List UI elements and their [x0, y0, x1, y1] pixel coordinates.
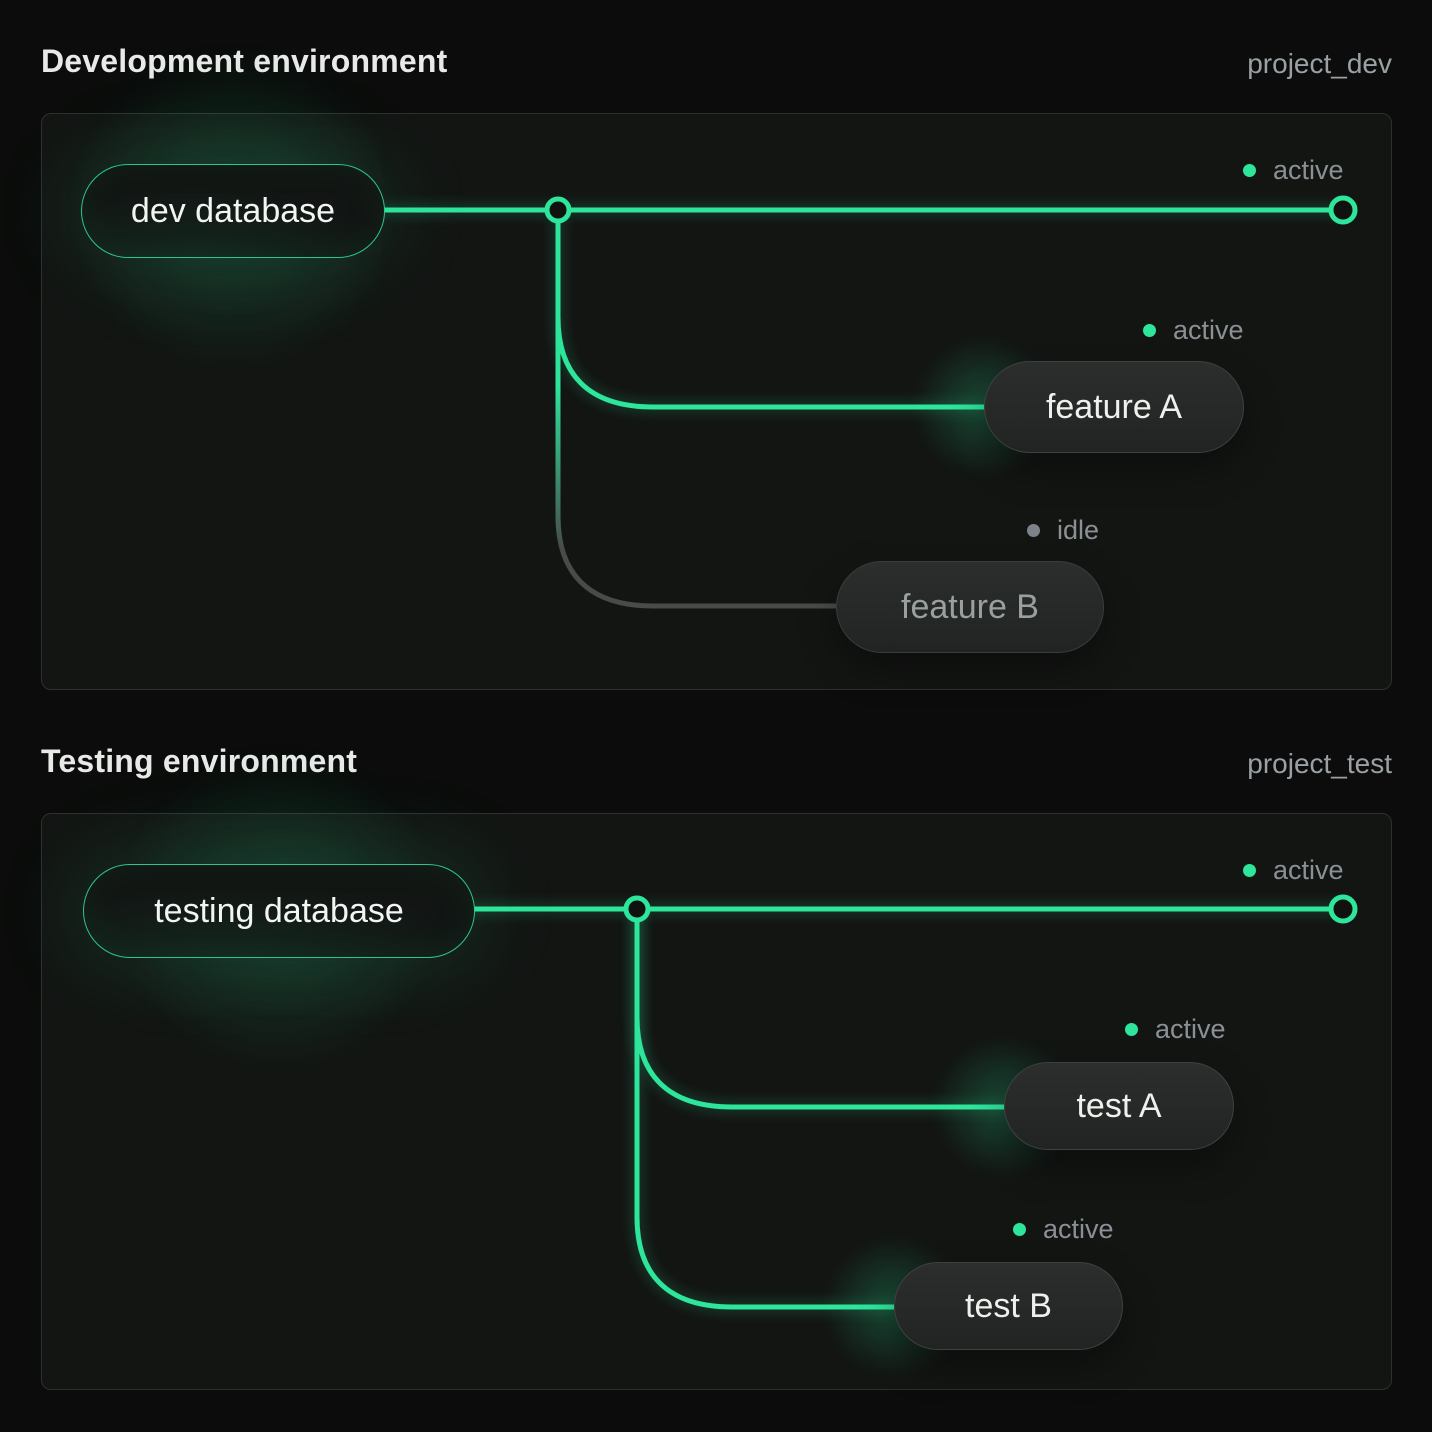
testing-environment-panel: testing database active active test A ac… — [41, 731, 1392, 1390]
test-b-node[interactable]: test B — [894, 1262, 1123, 1350]
dev-branch-graph — [372, 195, 1358, 609]
dev-section-title: Development environment — [41, 43, 448, 79]
dev-project-label: project_dev — [1247, 48, 1392, 79]
test-a-branch-line — [634, 909, 1004, 1110]
test-a-status: active — [1125, 1014, 1226, 1045]
test-project-label: project_test — [1247, 748, 1392, 779]
test-main-branch-end-node — [1328, 894, 1358, 924]
feature-b-status: idle — [1027, 515, 1099, 546]
dev-branch-point-node — [544, 196, 572, 224]
status-label: active — [1273, 155, 1344, 185]
dev-environment-panel: dev database active active feature A idl… — [41, 31, 1392, 690]
test-section-title: Testing environment — [41, 743, 358, 779]
active-status-dot — [1143, 324, 1156, 337]
test-main-status: active — [1243, 855, 1344, 886]
dev-database-label: dev database — [130, 191, 336, 230]
idle-status-dot — [1027, 524, 1040, 537]
test-b-status: active — [1013, 1214, 1114, 1245]
active-status-dot — [1243, 864, 1256, 877]
test-b-branch-line — [634, 909, 894, 1310]
feature-b-label: feature B — [901, 587, 1039, 626]
status-label: idle — [1057, 515, 1100, 545]
status-label: active — [1043, 1214, 1114, 1244]
test-a-label: test A — [1076, 1086, 1162, 1125]
feature-a-branch-line — [555, 210, 984, 410]
testing-database-node[interactable]: testing database — [83, 864, 475, 958]
dev-main-status: active — [1243, 155, 1344, 186]
feature-b-node[interactable]: feature B — [836, 561, 1104, 653]
test-a-node[interactable]: test A — [1004, 1062, 1234, 1150]
testing-database-label: testing database — [154, 891, 404, 930]
feature-a-status: active — [1143, 315, 1244, 346]
status-label: active — [1273, 855, 1344, 885]
feature-a-node[interactable]: feature A — [984, 361, 1244, 453]
active-status-dot — [1125, 1023, 1138, 1036]
active-status-dot — [1013, 1223, 1026, 1236]
test-branch-point-node — [623, 895, 651, 923]
feature-b-branch-line — [555, 210, 836, 609]
status-label: active — [1155, 1014, 1226, 1044]
test-b-label: test B — [965, 1286, 1052, 1325]
feature-a-label: feature A — [1045, 387, 1183, 426]
status-label: active — [1173, 315, 1244, 345]
active-status-dot — [1243, 164, 1256, 177]
dev-database-node[interactable]: dev database — [81, 164, 385, 258]
test-branch-graph — [462, 894, 1358, 1310]
dev-main-branch-end-node — [1328, 195, 1358, 225]
